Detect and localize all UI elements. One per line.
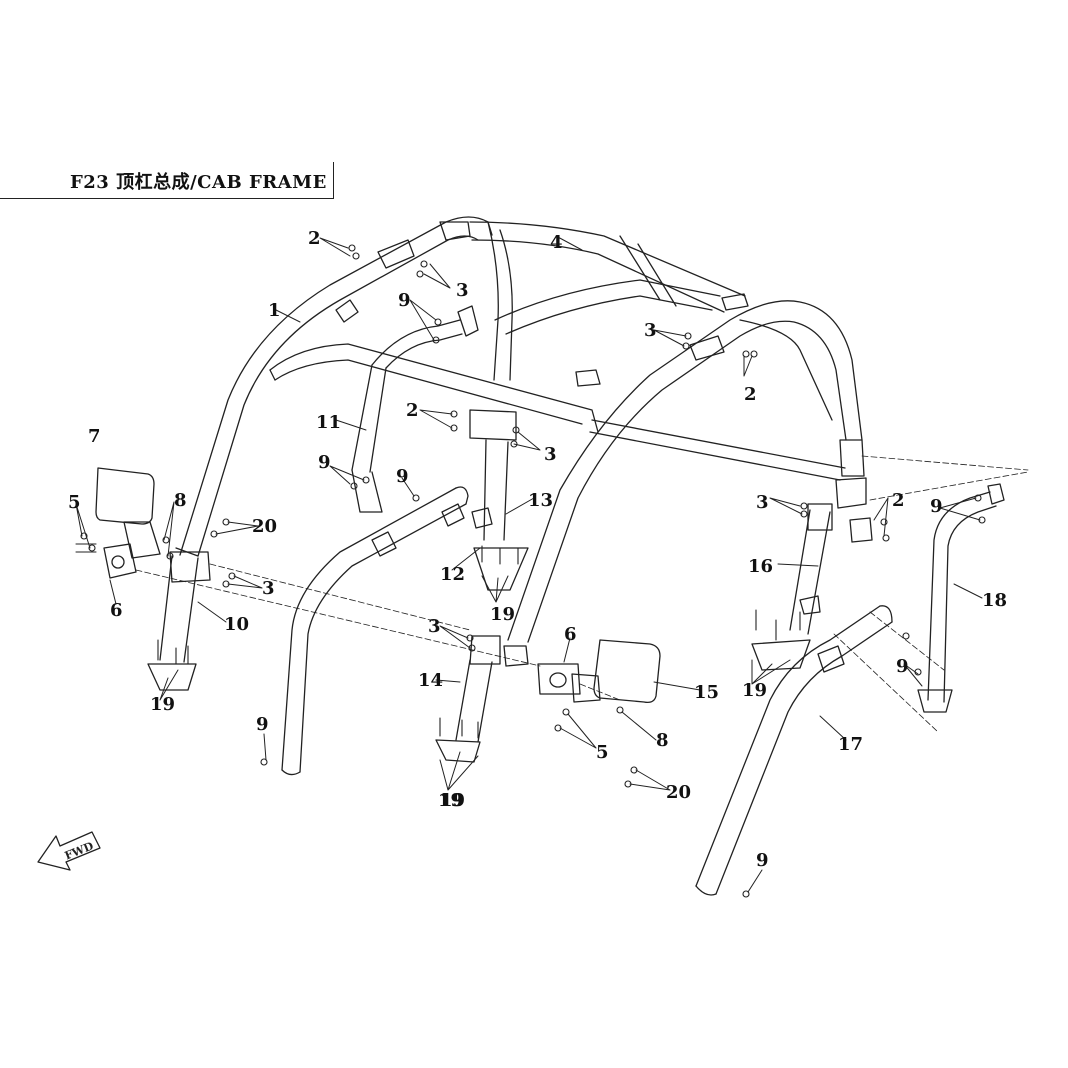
callout-c7: 7 xyxy=(88,426,101,447)
part-10-left-front-post xyxy=(147,551,211,691)
callout-c3d: 3 xyxy=(756,492,769,513)
callout-c14: 14 xyxy=(418,670,443,691)
part-15-right-mirror xyxy=(571,639,661,704)
callout-c4: 4 xyxy=(550,232,563,253)
part-16-right-rear-upright xyxy=(751,503,833,671)
callout-c3a: 3 xyxy=(456,280,469,301)
callout-c9e: 9 xyxy=(896,656,909,677)
part-6-left-mirror-base xyxy=(103,543,137,579)
part-11-left-upright xyxy=(351,305,479,513)
callout-c1: 1 xyxy=(268,300,281,321)
part-7-left-mirror xyxy=(95,467,161,559)
callout-c18: 18 xyxy=(982,590,1007,611)
callout-c6a: 6 xyxy=(110,600,123,621)
callout-c2d: 2 xyxy=(892,490,905,511)
callout-c9f: 9 xyxy=(256,714,269,735)
callout-c2c: 2 xyxy=(406,400,419,421)
fwd-arrow-icon xyxy=(37,831,101,871)
callout-c17: 17 xyxy=(838,734,863,755)
callout-c2a: 2 xyxy=(308,228,321,249)
callout-c8b: 8 xyxy=(656,730,669,751)
callout-c20a: 20 xyxy=(252,516,277,537)
callout-c11: 11 xyxy=(316,412,341,433)
callout-c9g: 9 xyxy=(756,850,769,871)
callout-c19d: 19 xyxy=(438,790,463,811)
assembly-guide-lines xyxy=(135,455,1029,733)
part-4-roof-crossbar xyxy=(469,221,746,381)
right-side-brackets xyxy=(835,439,873,543)
callout-c13: 13 xyxy=(528,490,553,511)
callout-c2b: 2 xyxy=(744,384,757,405)
callout-c16: 16 xyxy=(748,556,773,577)
callout-c3c: 3 xyxy=(544,444,557,465)
diagram-title: F23 顶杠总成/CAB FRAME xyxy=(70,172,327,193)
callout-c3f: 3 xyxy=(428,616,441,637)
callout-c5b: 5 xyxy=(596,742,609,763)
part-6-right-mirror-base xyxy=(537,663,581,695)
callout-c19b: 19 xyxy=(150,694,175,715)
callout-c9b: 9 xyxy=(318,452,331,473)
callout-c9a: 9 xyxy=(398,290,411,311)
part-14-right-front-post xyxy=(435,635,529,763)
part-12-left-lower-tube xyxy=(281,486,469,776)
callout-c8a: 8 xyxy=(174,490,187,511)
callout-c9c: 9 xyxy=(396,466,409,487)
part-17-right-lower-tube xyxy=(695,605,893,896)
callout-c19a: 19 xyxy=(490,604,515,625)
callout-c3e: 3 xyxy=(262,578,275,599)
part-18-right-far-tube xyxy=(917,483,1005,713)
front-crossbar xyxy=(269,343,846,481)
callout-leaders xyxy=(75,235,983,893)
title-box: F23 顶杠总成/CAB FRAME xyxy=(0,162,334,199)
callout-c12: 12 xyxy=(440,564,465,585)
callout-c6b: 6 xyxy=(564,624,577,645)
right-roll-bar xyxy=(507,300,863,643)
roof-brackets xyxy=(335,221,749,387)
bolt-hardware xyxy=(75,244,986,898)
callout-c15: 15 xyxy=(694,682,719,703)
callout-c19e: 19 xyxy=(440,790,465,811)
callout-c19c: 19 xyxy=(742,680,767,701)
callout-c5a: 5 xyxy=(68,492,81,513)
part-13-center-upright xyxy=(469,409,529,591)
callout-c3b: 3 xyxy=(644,320,657,341)
callout-c10: 10 xyxy=(224,614,249,635)
callout-c9d: 9 xyxy=(930,496,943,517)
callout-c20b: 20 xyxy=(666,782,691,803)
